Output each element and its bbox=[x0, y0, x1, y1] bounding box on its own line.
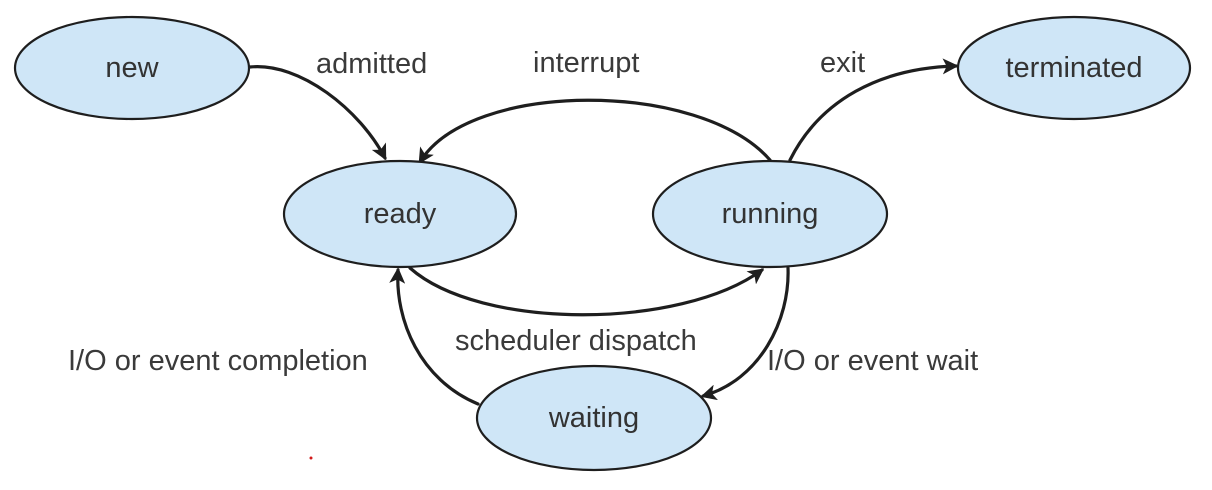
state-running-shape bbox=[651, 159, 889, 269]
io-event-completion-label: I/O or event completion bbox=[68, 345, 368, 377]
state-new: new bbox=[13, 15, 251, 121]
state-ready: ready bbox=[282, 159, 518, 269]
interrupt-label: interrupt bbox=[533, 47, 639, 79]
state-ready-label: ready bbox=[364, 198, 437, 230]
scheduler-dispatch-arrow bbox=[408, 266, 765, 317]
transition-exit: exit bbox=[788, 47, 959, 162]
state-new-label: new bbox=[105, 52, 159, 84]
transition-interrupt: interrupt bbox=[418, 47, 772, 165]
state-running-label: running bbox=[722, 198, 819, 230]
state-new-shape bbox=[13, 15, 251, 121]
state-terminated-label: terminated bbox=[1005, 52, 1142, 84]
stray-mark bbox=[309, 456, 313, 460]
state-terminated-shape bbox=[956, 15, 1192, 121]
transition-scheduler-dispatch: scheduler dispatch bbox=[408, 266, 765, 357]
io-event-wait-label: I/O or event wait bbox=[767, 345, 978, 377]
state-terminated: terminated bbox=[956, 15, 1192, 121]
state-waiting-label: waiting bbox=[548, 402, 639, 434]
state-waiting-shape bbox=[475, 364, 713, 472]
interrupt-arrow bbox=[418, 98, 772, 165]
exit-arrow bbox=[788, 58, 959, 162]
transition-io-event-wait: I/O or event wait bbox=[700, 266, 978, 401]
io-event-completion-arrow bbox=[389, 267, 480, 406]
admitted-arrow bbox=[248, 65, 387, 161]
io-event-wait-arrow bbox=[700, 266, 790, 401]
state-waiting: waiting bbox=[475, 364, 713, 472]
state-running: running bbox=[651, 159, 889, 269]
scheduler-dispatch-label: scheduler dispatch bbox=[455, 325, 697, 357]
exit-label: exit bbox=[820, 47, 865, 79]
transition-io-event-completion: I/O or event completion bbox=[68, 267, 480, 406]
transition-admitted: admitted bbox=[248, 48, 427, 161]
state-ready-shape bbox=[282, 159, 518, 269]
admitted-label: admitted bbox=[316, 48, 427, 80]
